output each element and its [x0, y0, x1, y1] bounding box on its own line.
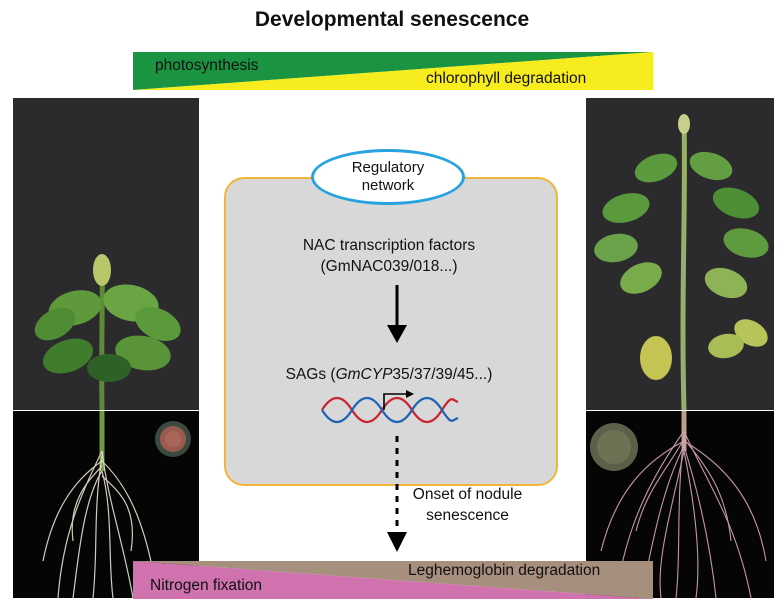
dna-helix-icon	[321, 390, 459, 424]
senescent-plant-drawing	[594, 114, 769, 411]
young-roots-photo	[13, 411, 199, 599]
onset-dashed-arrow	[387, 436, 407, 552]
senescent-roots-photo	[586, 411, 774, 599]
young-roots-drawing	[42, 411, 191, 599]
senescent-roots-drawing	[590, 411, 767, 599]
leghemoglobin-degradation-label: Leghemoglobin degradation	[408, 562, 601, 579]
photosynthesis-chlorophyll-gradient	[133, 52, 653, 90]
regulation-arrow	[387, 285, 407, 343]
photosynthesis-label: photosynthesis	[155, 57, 259, 74]
onset-nodule-senescence: Onset of nodule senescence	[405, 484, 530, 526]
sags-gene-name: GmCYP	[335, 366, 393, 383]
nac-line2: (GmNAC039/018...)	[320, 258, 458, 275]
nitrogen-leghemoglobin-gradient	[133, 561, 653, 599]
nitrogen-fixation-label: Nitrogen fixation	[150, 577, 263, 594]
sags-prefix: SAGs (	[285, 366, 336, 383]
sags-suffix: 35/37/39/45...)	[392, 366, 493, 383]
regulatory-network-ellipse: Regulatory network	[311, 149, 465, 205]
young-plant-photo	[13, 98, 199, 411]
nac-line1: NAC transcription factors	[302, 237, 476, 254]
onset-line1: Onset of nodule	[412, 486, 523, 503]
diagram-title: Developmental senescence	[254, 8, 530, 31]
onset-line2: senescence	[426, 507, 509, 524]
ellipse-label-line2: network	[361, 177, 415, 194]
senescent-plant-photo	[586, 98, 774, 411]
chlorophyll-degradation-label: chlorophyll degradation	[426, 70, 587, 87]
sags-genes: SAGs (GmCYP35/37/39/45...)	[244, 364, 534, 385]
young-plant-drawing	[34, 254, 181, 411]
ellipse-label-line1: Regulatory	[351, 159, 425, 176]
nac-transcription-factors: NAC transcription factors (GmNAC039/018.…	[244, 235, 534, 277]
